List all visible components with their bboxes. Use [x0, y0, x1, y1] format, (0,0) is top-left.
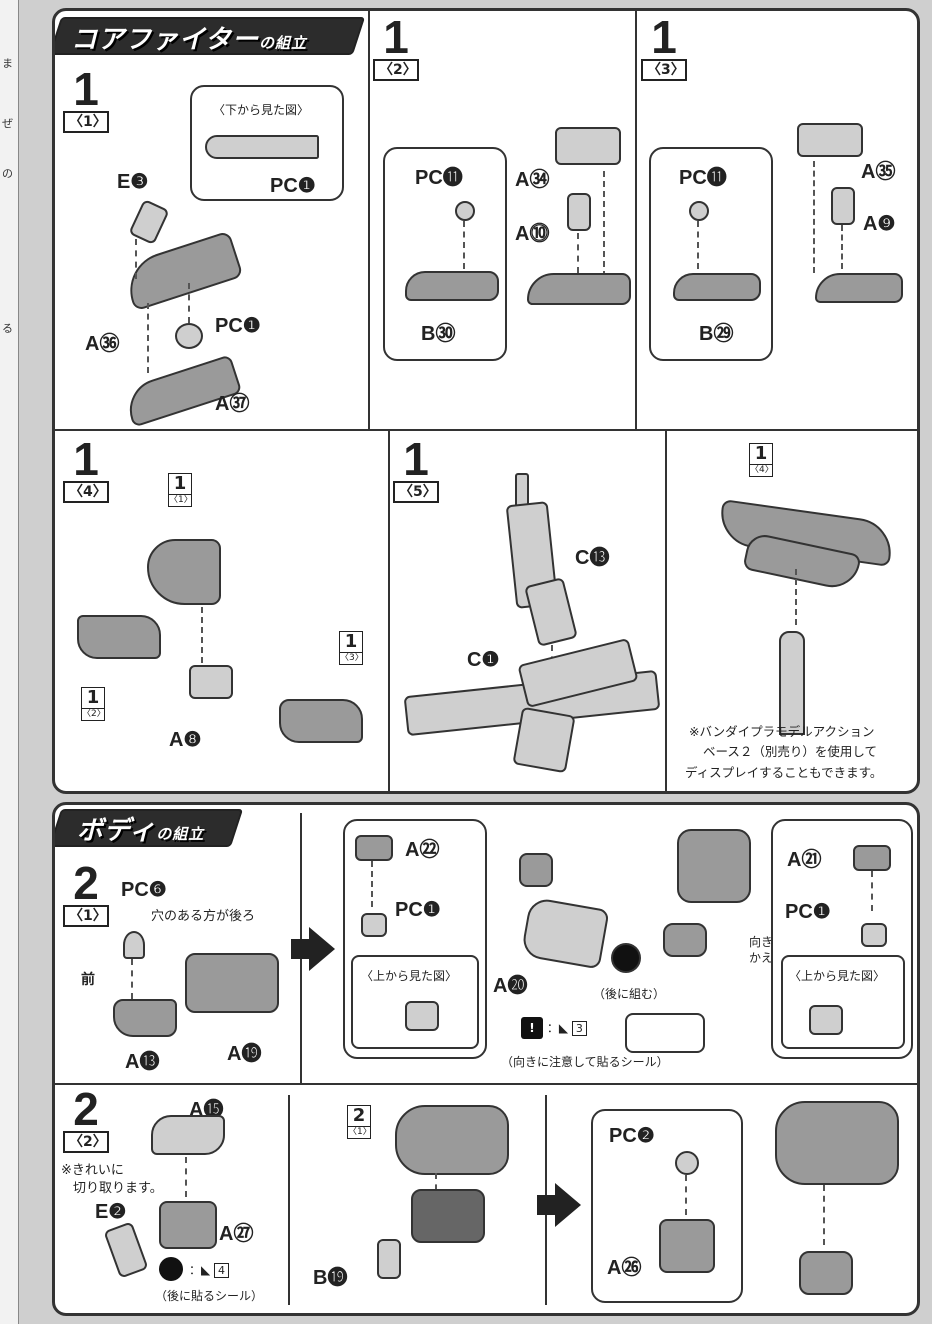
- ref-1-3: 1 〈3〉: [339, 631, 364, 665]
- action-base-note-3: ディスプレイすることもできます。: [685, 765, 883, 780]
- section-title: ボディの組立: [77, 816, 205, 846]
- step-1-3-marker: 1 〈3〉: [641, 14, 687, 81]
- section-title: コアファイターの組立: [71, 25, 307, 55]
- label-c13: C⓭: [575, 547, 610, 569]
- edge-char: ぜ: [2, 117, 13, 130]
- label-pc11-b: PC⓫: [679, 167, 727, 189]
- step-2-2-marker: 2 〈2〉: [63, 1086, 109, 1153]
- label-a20: A⓴: [493, 975, 528, 997]
- action-base-note-1: ※バンダイプラモデルアクション: [689, 724, 875, 739]
- ref-1-2: 1 〈2〉: [81, 687, 106, 721]
- label-a8: A❽: [169, 729, 202, 751]
- action-base-note-2: ベース２（別売り）を使用して: [703, 744, 878, 759]
- next-arrow-2: [537, 1183, 581, 1227]
- warning-icon: !: [521, 1017, 543, 1039]
- cut-note-1: ※きれいに: [61, 1163, 124, 1178]
- label-b19: B⓳: [313, 1267, 348, 1289]
- hole-note: 穴のある方が後ろ: [151, 909, 256, 924]
- front-label: 前: [81, 972, 95, 988]
- ref-1-4: 1 〈4〉: [749, 443, 774, 477]
- label-e3: E❸: [117, 171, 149, 193]
- label-b29: B㉙: [699, 323, 734, 345]
- label-a13: A⓭: [125, 1051, 160, 1073]
- step-1-1-marker: 1 〈1〉: [63, 66, 109, 133]
- edge-char: の: [2, 167, 13, 180]
- sticker-4-note: （後に貼るシール）: [155, 1289, 264, 1303]
- core-fighter-section: コアファイターの組立 1 〈1〉 〈下から見た図〉 PC❶ E❸ A㊱ PC❶ …: [52, 8, 920, 794]
- label-pc1-bottom: PC❶: [215, 315, 261, 337]
- sticker-circle: [159, 1257, 183, 1281]
- bottom-view-note: 〈下から見た図〉: [213, 103, 310, 117]
- label-a36: A㊱: [85, 333, 120, 355]
- facing-page-edge: ま ぜ の る: [0, 0, 19, 1324]
- label-pc11: PC⓫: [415, 167, 463, 189]
- sticker-3-note: （向きに注意して貼るシール）: [501, 1055, 669, 1069]
- sticker-4-indicator: ：◣ 4: [189, 1261, 230, 1278]
- step-1-2-marker: 1 〈2〉: [373, 14, 419, 81]
- assemble-later-note: （後に組む）: [593, 987, 666, 1001]
- label-pc1-right: PC❶: [785, 901, 831, 923]
- label-b30: B㉚: [421, 323, 456, 345]
- label-a35: A㉟: [861, 161, 896, 183]
- step-1-4-marker: 1 〈4〉: [63, 436, 109, 503]
- label-pc2: PC❷: [609, 1125, 655, 1147]
- sticker-circle: [611, 943, 641, 973]
- label-c1: C❶: [467, 649, 500, 671]
- sticker-3-indicator: ! ：◣ 3: [521, 1017, 587, 1039]
- label-a21: A㉑: [787, 849, 822, 871]
- label-a37: A㊲: [215, 393, 250, 415]
- next-arrow: [291, 927, 335, 971]
- label-pc6: PC❻: [121, 879, 167, 901]
- label-a26: A㉖: [607, 1257, 642, 1279]
- step-1-3-callout: [649, 147, 773, 361]
- label-a19: A⓳: [227, 1043, 262, 1065]
- label-pc1: PC❶: [270, 175, 316, 197]
- edge-char: る: [2, 322, 13, 335]
- label-e2: E❷: [95, 1201, 127, 1223]
- cut-note-2: 切り取ります。: [73, 1181, 163, 1196]
- label-a9: A❾: [863, 213, 896, 235]
- step-2-1-marker: 2 〈1〉: [63, 860, 109, 927]
- body-section: ボディの組立 2 〈1〉 PC❻ 穴のある方が後ろ 前 A⓭ A⓳ A㉒ PC❶…: [52, 802, 920, 1316]
- label-a10: A⓾: [515, 223, 550, 245]
- label-a22: A㉒: [405, 839, 440, 861]
- label-pc1-left: PC❶: [395, 899, 441, 921]
- ref-1-1: 1 〈1〉: [168, 473, 193, 507]
- top-view-note-b: 〈上から見た図〉: [789, 969, 886, 983]
- top-view-note-a: 〈上から見た図〉: [361, 969, 458, 983]
- edge-char: ま: [2, 57, 13, 70]
- label-a27: A㉗: [219, 1223, 254, 1245]
- ref-2-1: 2 〈1〉: [347, 1105, 372, 1139]
- label-a34: A㉞: [515, 169, 550, 191]
- step-1-5-marker: 1 〈5〉: [393, 436, 439, 503]
- step-1-2-callout: [383, 147, 507, 361]
